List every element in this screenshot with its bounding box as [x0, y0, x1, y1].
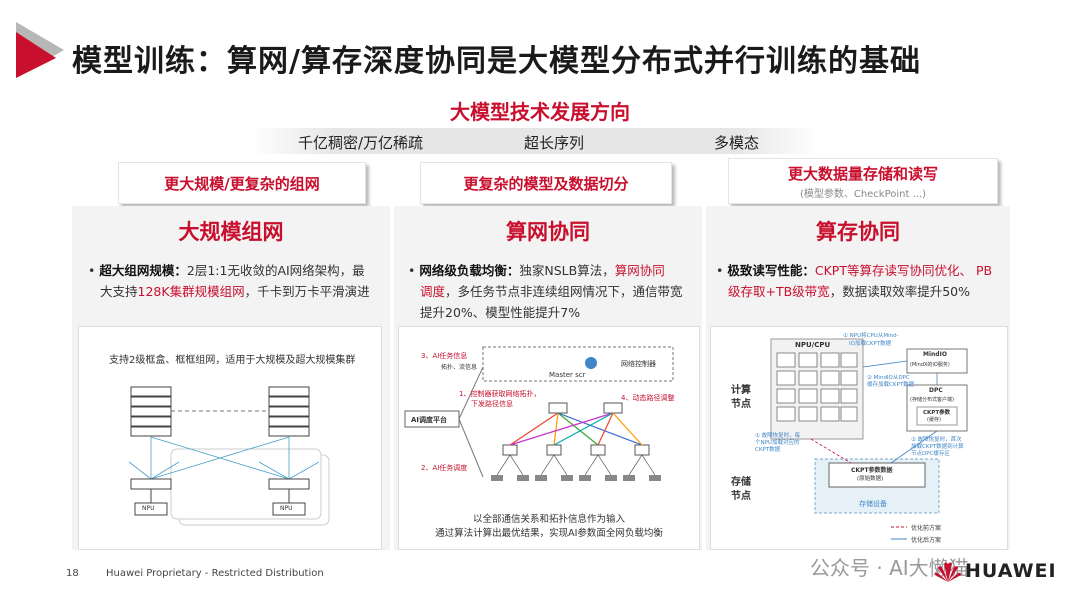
- legend-after: 优化后方案: [911, 537, 942, 544]
- spine-chassis-right: [268, 386, 310, 437]
- panel-title: 大规模组网: [178, 220, 284, 244]
- npu-label: NPU: [280, 505, 293, 512]
- bullet-text: ，数据读取效率提升50%: [829, 284, 970, 299]
- step4-label: 4、动态路径调整: [621, 394, 675, 402]
- trend-multimodal: 多模态: [714, 134, 760, 152]
- mindio-label: MindIO: [923, 351, 947, 358]
- bullet-highlight: 128K集群规模组网: [137, 284, 245, 299]
- category-network: 更大规模/更复杂的组网: [118, 162, 366, 204]
- step2-label: 2、AI任务调度: [421, 464, 468, 472]
- panel-bullet: • 网络级负载均衡：独家NSLB算法，算网协同 调度，多任务节点非连续组网情况下…: [408, 260, 698, 323]
- ckpt-graphic: [770, 338, 968, 540]
- nslb-graphic: [404, 346, 674, 481]
- category-label: 更大规模/更复杂的组网: [164, 174, 320, 193]
- nslb-diagram: 3、AI任务信息 拓扑、流信息 Master scr 网络控制器 1、控制器获取…: [398, 326, 700, 550]
- bullet-highlight: 算网协同: [614, 263, 665, 278]
- footer-classification: Huawei Proprietary - Restricted Distribu…: [106, 568, 324, 579]
- panel-title: 算存协同: [816, 220, 900, 244]
- bullet-highlight: CKPT等算存读写协同优化、 PB: [814, 263, 993, 278]
- dpc-label: DPC: [929, 387, 943, 394]
- step1-label-b: 下发路径信息: [471, 400, 513, 408]
- master-label: Master scr: [549, 371, 586, 379]
- bullet-text: 独家NSLB算法，: [519, 263, 615, 278]
- ai-platform-label: AI调度平台: [411, 416, 448, 424]
- corner-logo: [16, 22, 64, 78]
- annotation-fail-b: 个NPU加载对应的: [755, 440, 800, 446]
- controller-label: 网络控制器: [621, 360, 656, 368]
- huawei-petal-icon: [935, 562, 961, 582]
- bullet-head: 极致读写性能：: [727, 263, 815, 278]
- ckpt-data-label: CKPT参数数据: [851, 467, 893, 474]
- ckpt-cache-label: CKPT参数: [923, 410, 951, 416]
- annotation-fail-c: CKPT数据: [755, 447, 781, 453]
- step1-label: 1、控制器获取网络拓扑，: [459, 390, 541, 398]
- category-note: (模型参数、CheckPoint ...): [799, 188, 927, 200]
- trend-long-seq: 超长序列: [524, 134, 585, 152]
- trend-bar: [250, 128, 820, 154]
- compute-node-label-b: 节点: [731, 399, 751, 410]
- step3-label: 3、AI任务信息: [421, 352, 468, 360]
- mindio-sub: (MindX的IO服务): [910, 362, 950, 368]
- panel-bullet: • 超大组网规模：2层1:1无收敛的AI网络架构，最 大支持128K集群规模组网…: [88, 263, 370, 299]
- annotation-1b: IO加载CKPT数据: [849, 341, 892, 347]
- brand-name: HUAWEI: [965, 560, 1057, 582]
- network-diagram: 支持2级框盒、框框组网，适用于大规模及超大规模集群: [78, 326, 382, 550]
- slide-title: 模型训练：算网/算存深度协同是大模型分布式并行训练的基础: [72, 44, 921, 79]
- legend-before: 优化前方案: [911, 525, 942, 532]
- trend-dense: 千亿稠密/万亿稀疏: [298, 134, 424, 152]
- ckpt-cache-sub: (缓存): [927, 417, 941, 423]
- bullet-text: ，千卡到万卡平滑演进: [244, 284, 370, 299]
- annotation-1: ① NPU将CPU从Mind-: [843, 333, 899, 339]
- annotation-restore: ② 故障恢复时，首次: [911, 437, 962, 443]
- npu-cpu-label: NPU/CPU: [795, 341, 831, 349]
- bullet-highlight: 调度: [420, 284, 446, 299]
- page-number: 18: [66, 568, 79, 579]
- storage-node-label: 存储: [731, 477, 751, 488]
- bullet-text: ，多任务节点非连续组网情况下，通信带宽: [445, 284, 683, 299]
- leaf-switch-right: [268, 478, 310, 490]
- npu-label: NPU: [142, 505, 155, 512]
- slide-subtitle: 大模型技术发展方向: [450, 100, 630, 124]
- npu-right: [272, 502, 306, 516]
- bullet-text: 大支持: [100, 284, 138, 299]
- bullet-highlight: 级存取+TB级带宽: [728, 284, 830, 299]
- dpc-sub: (存储分布式客户端): [910, 397, 954, 403]
- step3-sub: 拓扑、流信息: [441, 364, 478, 371]
- diagram-caption-2: 通过算法计算出最优结果，实现AI参数面全网负载均衡: [435, 528, 663, 539]
- annotation-fail: ① 故障恢复时，每: [755, 433, 801, 439]
- ckpt-data-sub: (原始数据): [857, 476, 884, 482]
- category-label: 更复杂的模型及数据切分: [463, 174, 629, 193]
- controller-node: [585, 357, 597, 369]
- category-label: 更大数据量存储和读写: [787, 164, 938, 183]
- compute-node-label: 计算: [731, 385, 751, 396]
- bullet-text: 2层1:1无收敛的AI网络架构，最: [186, 263, 365, 278]
- category-storage: 更大数据量存储和读写 (模型参数、CheckPoint ...): [728, 158, 998, 204]
- annotation-2: ② MindIO从DPC: [867, 375, 910, 381]
- category-model-split: 更复杂的模型及数据切分: [420, 162, 672, 204]
- npu-left: [134, 502, 168, 516]
- panel-title: 算网协同: [506, 220, 590, 244]
- ckpt-diagram: NPU/CPU 计算 节点 存储 节点 ① NPU将CPU从Mind- IO加载…: [710, 326, 1008, 550]
- leaf-switch-left: [130, 478, 172, 490]
- diagram-caption: 支持2级框盒、框框组网，适用于大规模及超大规模集群: [109, 355, 356, 366]
- annotation-2b: 缓存加载CKPT数据: [867, 382, 915, 388]
- diagram-caption-1: 以全部通信关系和拓扑信息作为输入: [472, 514, 625, 525]
- bullet-text: 提升20%、模型性能提升7%: [420, 305, 581, 320]
- network-topology-graphic: [128, 386, 330, 526]
- storage-device-label: 存储设备: [859, 500, 887, 508]
- bullet-head: 超大组网规模：: [99, 263, 187, 278]
- storage-node-label-b: 节点: [731, 491, 751, 502]
- spine-chassis-left: [130, 386, 172, 437]
- panel-bullet: • 极致读写性能：CKPT等算存读写协同优化、 PB 级存取+TB级带宽，数据读…: [716, 263, 993, 299]
- annotation-restore-c: 节点DPC缓存区: [911, 451, 950, 457]
- annotation-restore-b: 加载CKPT数据到计算: [911, 444, 964, 450]
- bullet-head: 网络级负载均衡：: [419, 263, 520, 278]
